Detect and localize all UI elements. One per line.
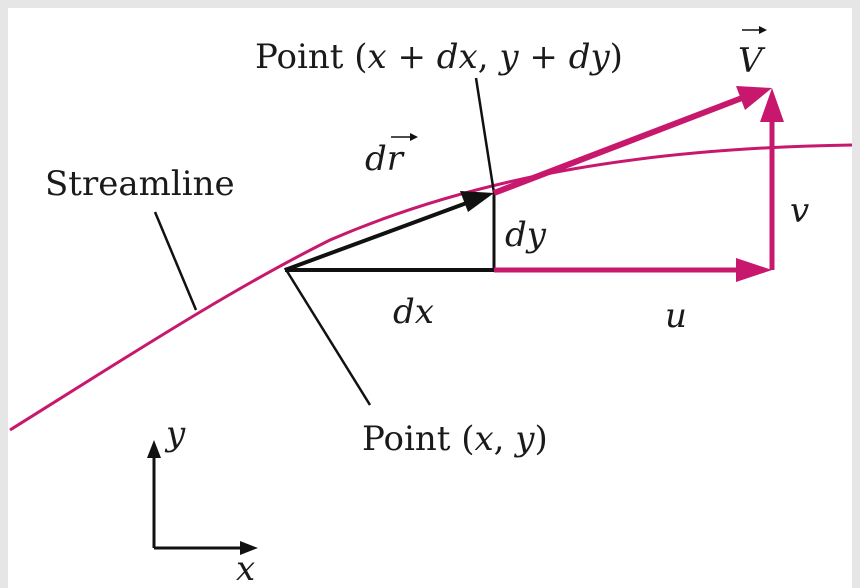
point-start-label: Point (x, y) <box>362 419 548 459</box>
dr-vector-line <box>284 199 473 272</box>
axis-x-arrowhead <box>240 541 258 555</box>
dr-arrowhead <box>460 191 494 212</box>
axis-x-label: x <box>236 549 255 588</box>
axis-y-arrowhead <box>147 440 161 458</box>
axis-y-label: y <box>164 414 186 454</box>
dx-label: dx <box>393 292 434 332</box>
dr-over-arrow <box>391 133 418 141</box>
u-label: u <box>665 296 687 336</box>
V-label: V <box>738 41 766 81</box>
v-arrowhead <box>760 88 784 122</box>
dy-label: dy <box>505 215 547 255</box>
V-vector-line <box>492 95 744 196</box>
point-start-leader <box>283 267 372 406</box>
point-end-leader <box>474 77 496 194</box>
streamline-diagram: Streamline Point (x + dx, y + dy) Point … <box>9 26 852 588</box>
v-label: v <box>790 191 809 231</box>
diagram-frame: Streamline Point (x + dx, y + dy) Point … <box>8 8 852 588</box>
streamline-curve <box>9 143 852 432</box>
streamline-label: Streamline <box>45 164 235 204</box>
streamline-leader <box>153 211 198 311</box>
dr-label: dr <box>365 139 405 179</box>
u-arrowhead <box>736 258 772 282</box>
V-arrowhead <box>736 86 772 110</box>
point-end-label: Point (x + dx, y + dy) <box>255 37 623 77</box>
V-over-arrow <box>742 26 767 34</box>
